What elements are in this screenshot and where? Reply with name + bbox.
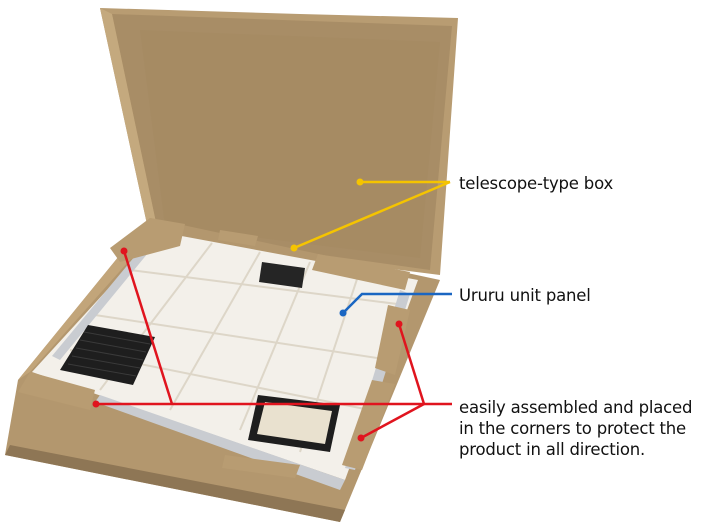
label-line-1: easily assembled and placed	[459, 398, 693, 417]
corner-protectors	[18, 218, 410, 478]
sponge-block	[259, 262, 305, 288]
callout-corners	[92, 247, 452, 442]
label-line-3: product in all direction.	[459, 440, 646, 459]
label-ururu-unit-panel: Ururu unit panel	[459, 285, 591, 306]
label-corner-protectors: easily assembled and placed in the corne…	[459, 397, 709, 460]
frame-filter	[248, 395, 340, 452]
label-line-2: in the corners to protect the	[459, 419, 686, 438]
box-lid	[100, 8, 458, 275]
label-text: Ururu unit panel	[459, 286, 591, 305]
callout-panel	[339, 292, 452, 317]
label-telescope-box: telescope-type box	[459, 173, 613, 194]
label-text: telescope-type box	[459, 174, 614, 193]
grille-filter	[60, 325, 155, 385]
callout-box	[290, 178, 451, 252]
